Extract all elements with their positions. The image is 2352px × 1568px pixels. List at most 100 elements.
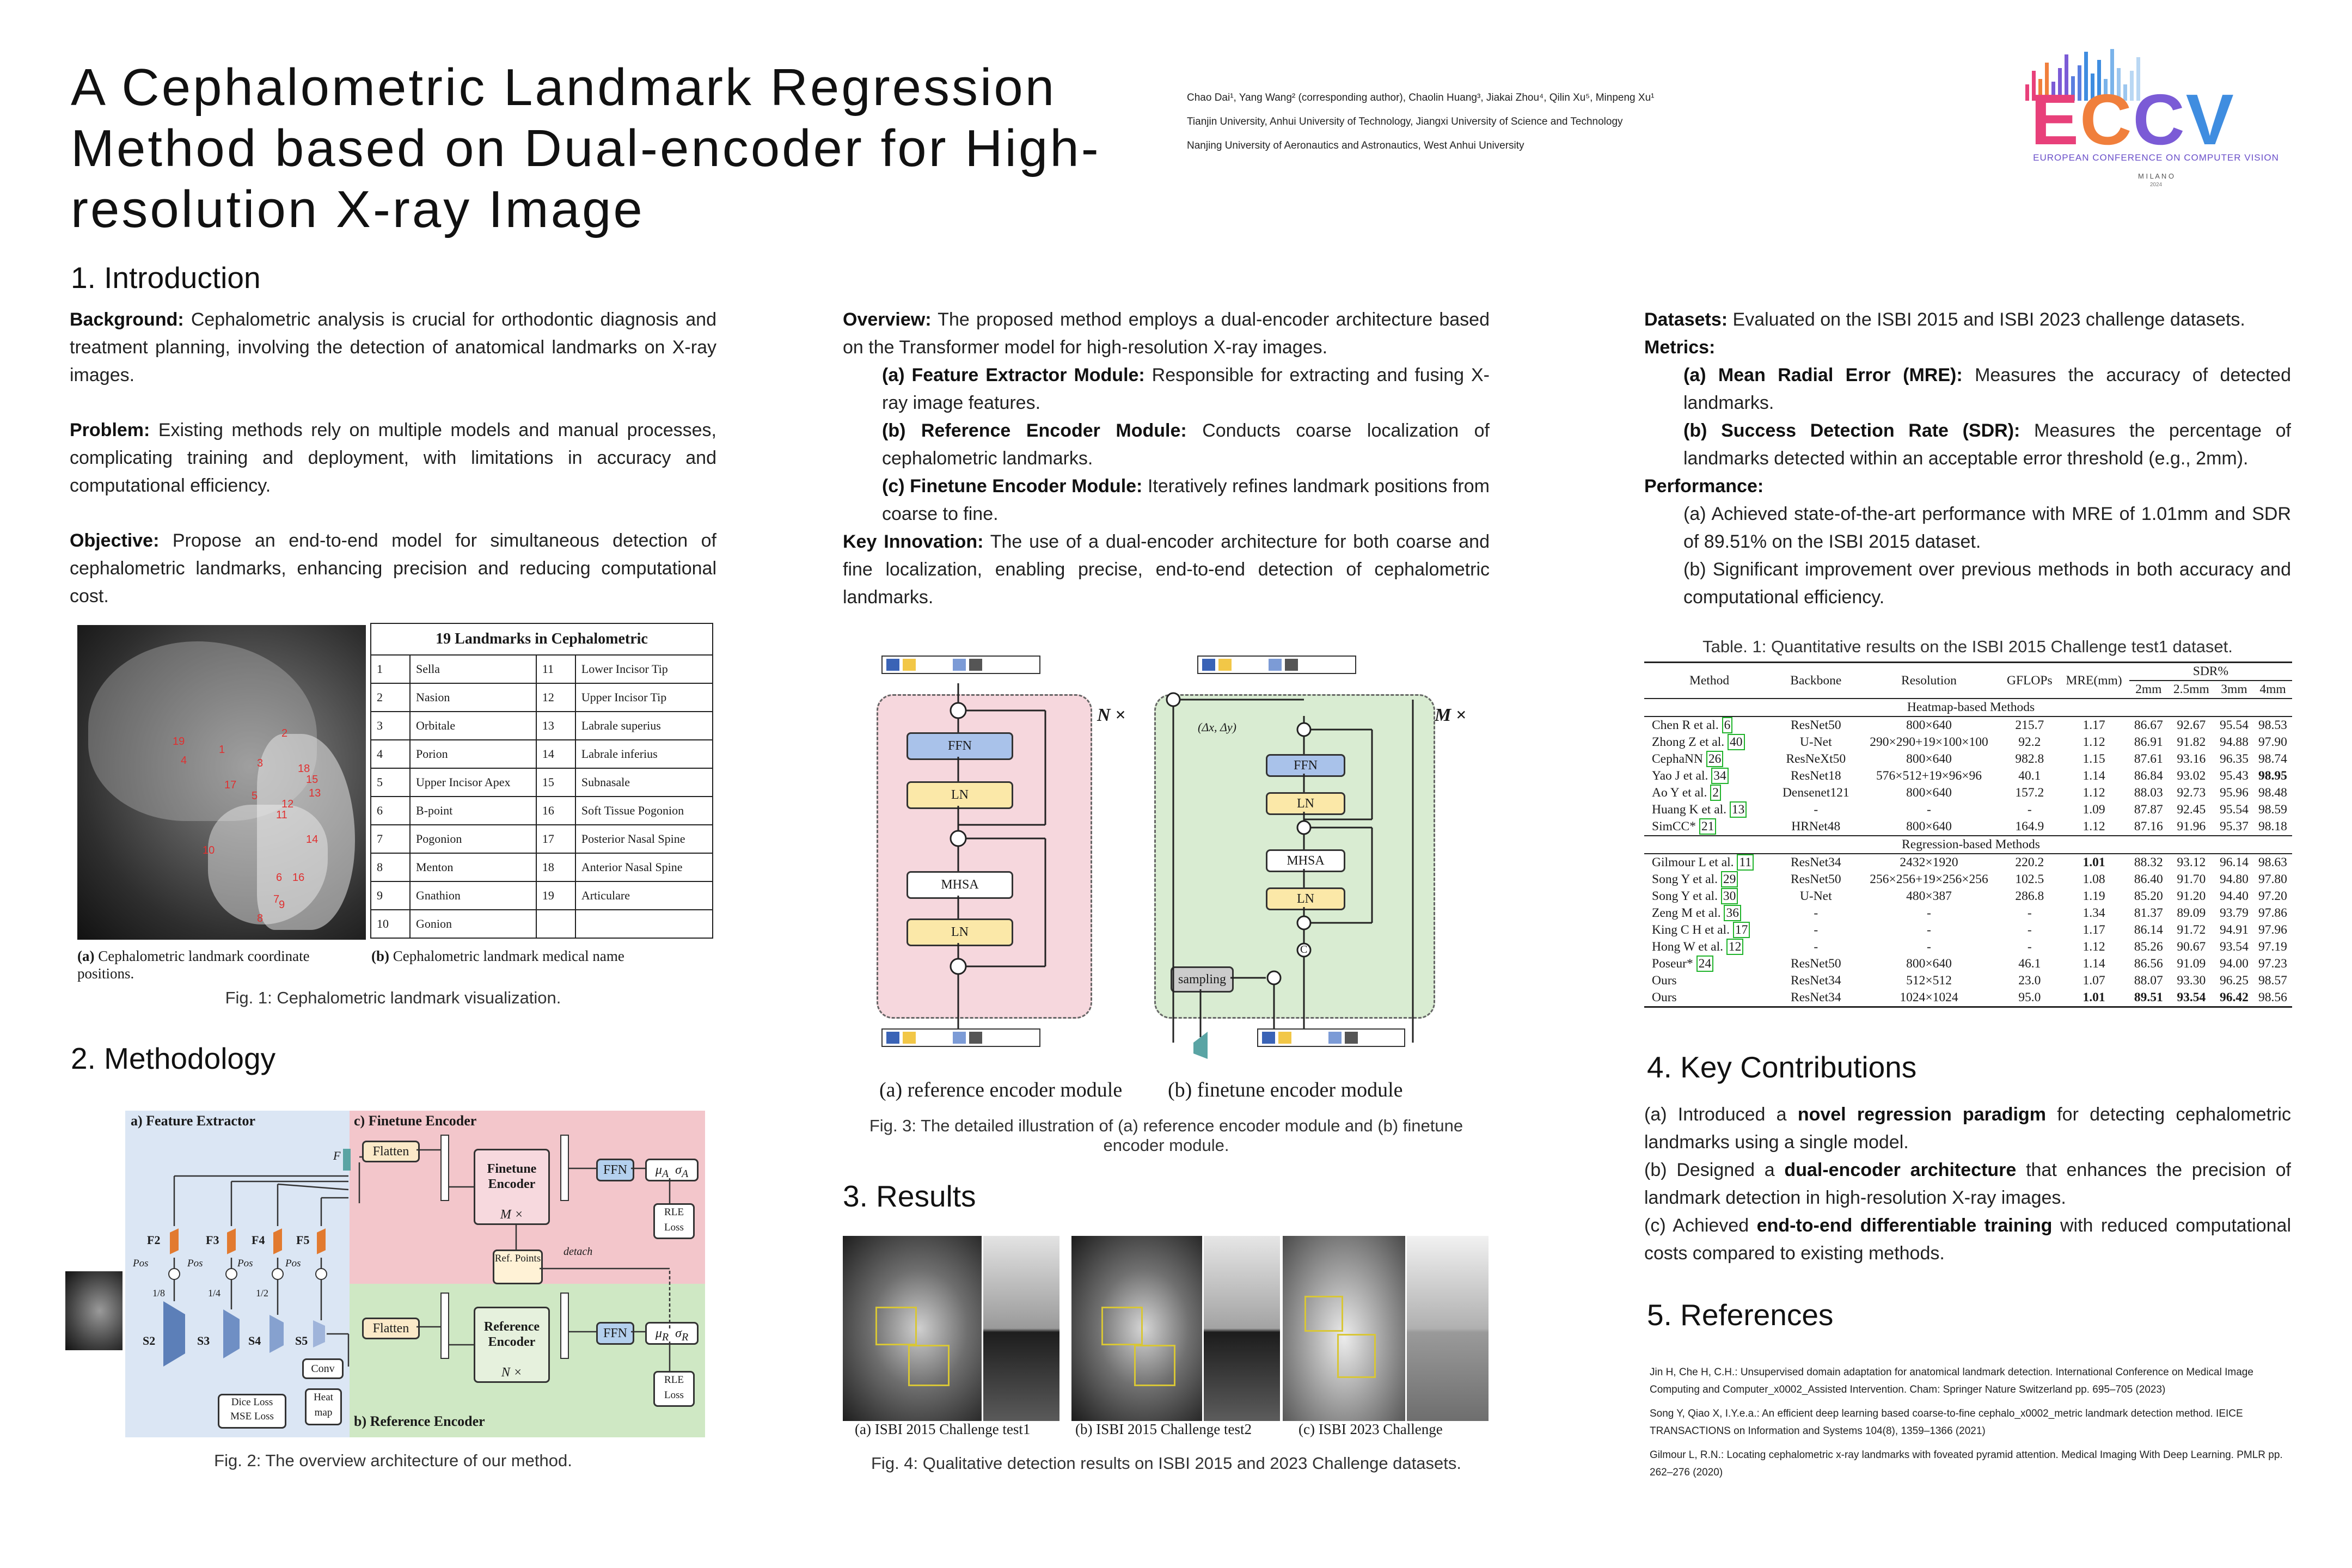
zoom-box	[1304, 1296, 1343, 1332]
stage-label-s4: S4	[248, 1334, 261, 1347]
datasets-label: Datasets:	[1644, 309, 1728, 330]
table-cell: ResNet34	[1774, 989, 1858, 1008]
pos-label-2: Pos	[187, 1258, 203, 1269]
background-label: Background:	[70, 309, 184, 330]
problem-text: Existing methods rely on multiple models…	[70, 420, 716, 496]
ft-module-label: (c) Finetune Encoder Module:	[882, 476, 1143, 497]
table-cell: -	[1814, 923, 1818, 937]
landmark-number-label: 18	[298, 763, 310, 775]
method-cell: Ao Y et al. 2	[1644, 785, 1774, 801]
rle-loss-bottom: RLE Loss	[653, 1371, 695, 1407]
table-cell: 98.63	[2258, 855, 2287, 869]
ffn-block-top: FFN	[596, 1159, 634, 1181]
table-cell: ResNet34	[1790, 855, 1841, 869]
zoom-box	[1134, 1345, 1175, 1386]
rle-loss-top: RLE Loss	[653, 1203, 695, 1239]
fig1-caption: Fig. 1: Cephalometric landmark visualiza…	[225, 988, 561, 1007]
citation-link[interactable]: 21	[1699, 818, 1717, 835]
mre-label: (a) Mean Radial Error (MRE):	[1683, 365, 1963, 385]
table-cell: -	[1927, 906, 1931, 920]
detach-label: detach	[564, 1246, 593, 1258]
reference-item: Song Y, Qiao X, I.Y.e.a.: An efficient d…	[1650, 1408, 2243, 1437]
eccv-year: 2024	[2149, 182, 2163, 188]
landmark-number-label: 12	[281, 798, 293, 810]
citation-link[interactable]: 6	[1722, 717, 1733, 733]
table-cell: 92.73	[2177, 786, 2206, 800]
affiliation-line-2: Nanjing University of Aeronautics and As…	[1187, 140, 1524, 151]
ref-mhsa-block: MHSA	[906, 871, 1013, 899]
citation-link[interactable]: 2	[1710, 785, 1721, 801]
table-cell: 1.07	[2082, 973, 2105, 988]
citation-link[interactable]: 17	[1732, 922, 1750, 938]
contributions-text: (a) Introduced a novel regression paradi…	[1644, 1104, 2291, 1264]
th-sdr-3mm: 3mm	[2221, 682, 2247, 696]
table-cell: U-Net	[1799, 889, 1832, 903]
landmark-name: Menton	[409, 853, 537, 882]
citation-link[interactable]: 11	[1737, 854, 1754, 871]
method-cell: Ours	[1644, 972, 1774, 989]
citation-link[interactable]: 34	[1711, 768, 1729, 784]
datasets-body: Evaluated on the ISBI 2015 and ISBI 2023…	[1728, 309, 2245, 330]
landmark-number-label: 1	[219, 744, 225, 756]
citation-link[interactable]: 24	[1696, 955, 1714, 972]
methodology-heading: 2. Methodology	[71, 1042, 276, 1075]
citation-link[interactable]: 12	[1726, 939, 1744, 955]
citation-link[interactable]: 40	[1728, 734, 1745, 750]
landmark-index: 11	[535, 654, 576, 684]
table-cell: 800×640	[1906, 718, 1952, 732]
landmark-number-label: 5	[252, 790, 258, 802]
table-cell: 85.26	[2134, 940, 2163, 954]
table-cell: 86.40	[2134, 872, 2163, 886]
table-cell: 1.15	[2082, 752, 2105, 766]
feature-label-f4: F4	[252, 1233, 265, 1247]
mu-sigma-a-block: μA σA	[645, 1159, 699, 1181]
objective-label: Objective:	[70, 530, 160, 551]
citation-link[interactable]: 13	[1729, 801, 1747, 818]
method-name: Zeng M et al.	[1652, 906, 1721, 920]
table-cell: 95.96	[2220, 786, 2249, 800]
method-cell: Zeng M et al. 36	[1644, 905, 1774, 922]
landmark-number-label: 10	[203, 844, 215, 856]
pos-label-1: Pos	[133, 1258, 149, 1269]
fu-feature-block	[343, 1149, 351, 1171]
landmark-index: 7	[370, 824, 411, 854]
citation-link[interactable]: 36	[1724, 905, 1741, 921]
jaw-region	[208, 805, 328, 924]
landmark-index: 2	[370, 683, 411, 712]
method-name: King C H et al.	[1652, 923, 1730, 937]
landmark-number-label: 2	[281, 727, 287, 739]
table-cell: -	[1927, 923, 1931, 937]
eccv-subtitle: EUROPEAN CONFERENCE ON COMPUTER VISION	[2033, 152, 2279, 163]
table-cell: 1.17	[2082, 718, 2105, 732]
landmark-number-label: 11	[276, 809, 287, 821]
table-cell: 91.09	[2177, 957, 2206, 971]
stage-s5	[313, 1320, 325, 1347]
table-cell: 81.37	[2134, 906, 2163, 920]
citation-link[interactable]: 26	[1706, 751, 1724, 767]
method-name: Hong W et al.	[1652, 940, 1723, 954]
performance-b: (b) Significant improvement over previou…	[1683, 559, 2291, 608]
pos-label-3: Pos	[237, 1258, 253, 1269]
table-cell: HRNet48	[1791, 819, 1841, 834]
table-cell: 87.16	[2134, 819, 2163, 834]
citation-link[interactable]: 30	[1720, 888, 1738, 904]
table-cell: 800×640	[1906, 752, 1952, 766]
overview-text: Overview: The proposed method employs a …	[843, 306, 1490, 611]
citation-link[interactable]: 29	[1720, 871, 1738, 887]
table-cell: 96.14	[2220, 855, 2249, 869]
table-cell: U-Net	[1799, 735, 1832, 749]
landmark-number-label: 4	[181, 755, 187, 767]
pos-label-4: Pos	[285, 1258, 301, 1269]
table-cell: 1.12	[2082, 786, 2105, 800]
ft-mhsa-block: MHSA	[1266, 849, 1345, 872]
encoder-detail-diagram: N × M × FFN LN MHSA LN FFN LN MHSA LN sa…	[849, 640, 1475, 1108]
feature-label-f5: F5	[296, 1233, 310, 1247]
landmark-name: Upper Incisor Apex	[409, 768, 537, 797]
result-panel-test1	[843, 1236, 982, 1421]
landmark-number-label: 7	[273, 893, 279, 905]
landmark-name: Orbitale	[409, 711, 537, 740]
